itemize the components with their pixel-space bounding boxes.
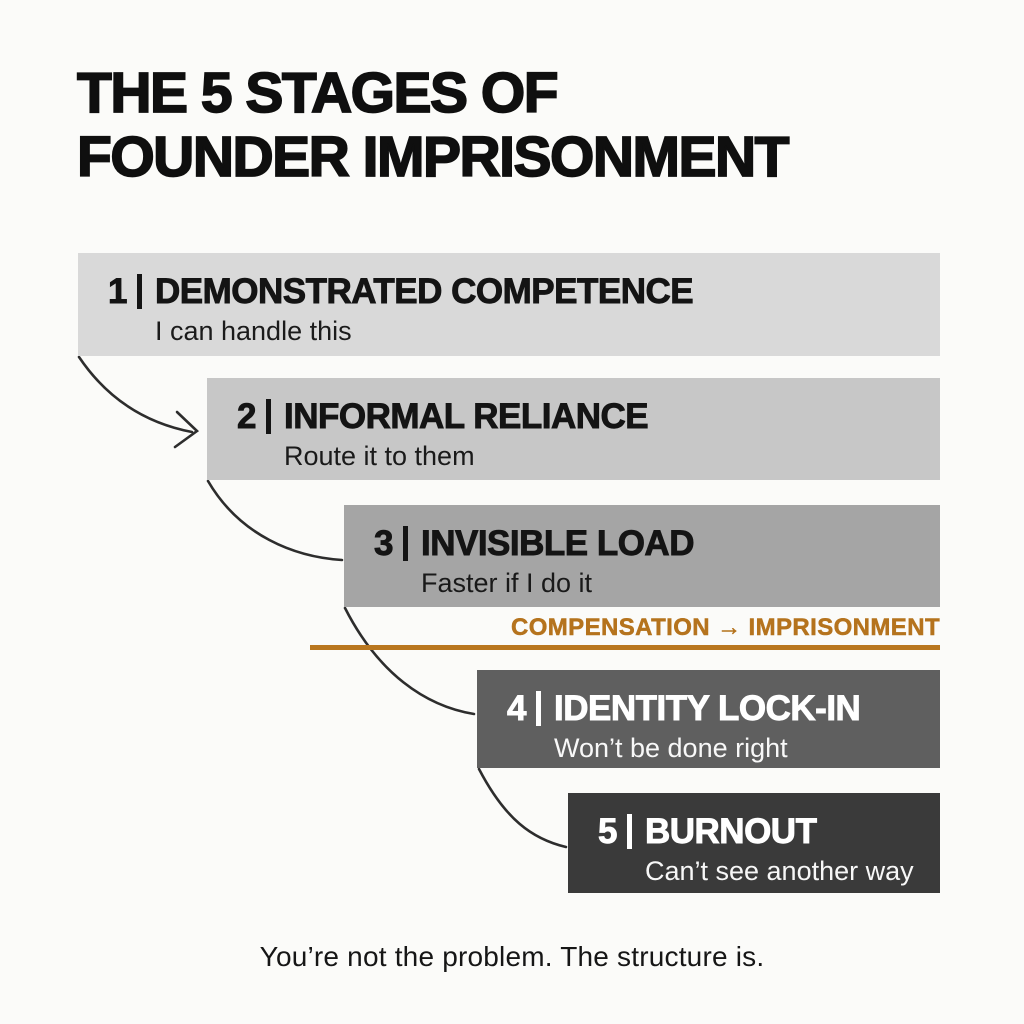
divider-line <box>310 645 940 650</box>
page-title-line2: FOUNDER IMPRISONMENT <box>76 124 790 189</box>
stage-label: BURNOUT <box>644 812 818 852</box>
page-title: THE 5 STAGES OF FOUNDER IMPRISONMENT <box>76 60 977 190</box>
curve-stage4-to-5 <box>477 767 568 849</box>
stage-quote: Faster if I do it <box>420 567 593 598</box>
pipe-separator <box>265 399 271 434</box>
stage-number: 2 <box>237 397 257 437</box>
stage-quote: Won’t be done right <box>553 732 788 763</box>
stage-number: 1 <box>108 272 128 312</box>
stage-label: INFORMAL RELIANCE <box>283 397 650 437</box>
stage-label: DEMONSTRATED COMPETENCE <box>154 272 695 312</box>
pipe-separator <box>136 274 142 309</box>
stage-quote: Can’t see another way <box>644 855 914 886</box>
footer-caption: You’re not the problem. The structure is… <box>259 941 765 972</box>
stage-label: INVISIBLE LOAD <box>420 524 695 564</box>
stage-label: IDENTITY LOCK-IN <box>553 689 862 729</box>
stage-quote: Route it to them <box>283 440 475 471</box>
stage-bar-4: 4 IDENTITY LOCK-IN Won’t be done right <box>477 670 940 768</box>
stage-bar-2: 2 INFORMAL RELIANCE Route it to them <box>207 378 940 480</box>
pipe-separator <box>626 814 632 849</box>
pipe-separator <box>402 526 408 561</box>
stage-quote: I can handle this <box>154 315 352 346</box>
stage-number: 5 <box>598 812 618 852</box>
divider-label: COMPENSATION → IMPRISONMENT <box>510 614 940 642</box>
page-title-line1: THE 5 STAGES OF <box>76 60 559 125</box>
pipe-separator <box>535 691 541 726</box>
curve-arrow-stage1-to-2 <box>77 355 194 434</box>
stage-bar-1: 1 DEMONSTRATED COMPETENCE I can handle t… <box>78 253 940 356</box>
arrowhead-icon <box>173 410 200 449</box>
curve-stage2-to-3 <box>206 479 344 562</box>
stage-number: 4 <box>507 689 527 729</box>
stage-bar-3: 3 INVISIBLE LOAD Faster if I do it <box>344 505 940 607</box>
stage-bar-5: 5 BURNOUT Can’t see another way <box>568 793 940 893</box>
stage-number: 3 <box>374 524 394 564</box>
